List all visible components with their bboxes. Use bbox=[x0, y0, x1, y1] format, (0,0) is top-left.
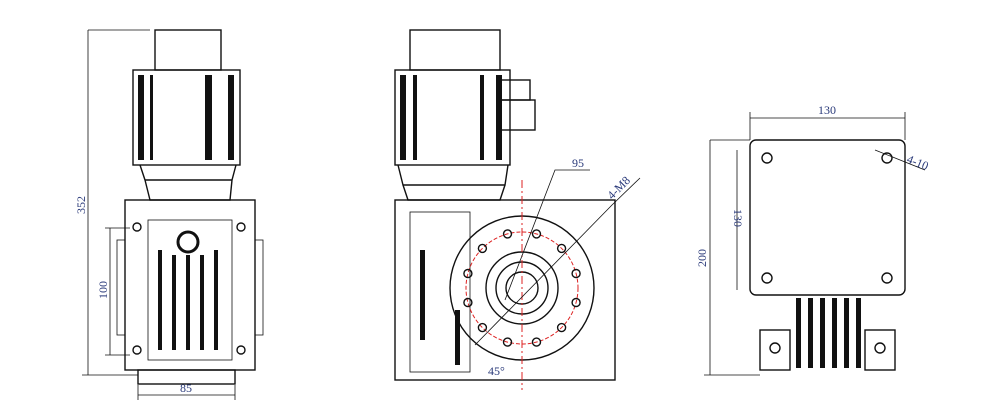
motor-fins bbox=[138, 75, 234, 160]
bolt-hole bbox=[477, 322, 488, 333]
front-view: 352 100 85 bbox=[74, 29, 264, 400]
motor-encoder-cap bbox=[154, 29, 222, 71]
shaft-bore bbox=[176, 230, 200, 254]
motor-body bbox=[394, 69, 511, 166]
motor-body bbox=[132, 69, 241, 166]
side-view: 95 4-M8 45° bbox=[394, 29, 641, 390]
gearbox-fins bbox=[158, 250, 218, 350]
bolt-hole bbox=[531, 229, 542, 239]
motor-fins bbox=[400, 75, 502, 160]
bolt-hole bbox=[571, 297, 581, 308]
bolt-holes bbox=[463, 229, 581, 347]
bolt-hole bbox=[556, 322, 567, 333]
dim-flange-height: 100 bbox=[96, 281, 110, 299]
bolt-hole bbox=[463, 297, 473, 308]
bolt-hole bbox=[502, 337, 513, 347]
dim-width: 130 bbox=[818, 103, 836, 117]
motor-encoder-cap bbox=[409, 29, 501, 71]
dim-hole-spacing: 130 bbox=[731, 209, 745, 227]
dim-angle: 45° bbox=[488, 364, 505, 378]
bolt-hole bbox=[502, 229, 513, 239]
dim-height: 352 bbox=[74, 196, 88, 214]
cooling-fins bbox=[796, 298, 861, 368]
bottom-view: 130 130 200 4-10 bbox=[695, 103, 931, 376]
mounting-holes bbox=[132, 222, 246, 355]
bolt-hole bbox=[477, 243, 488, 254]
bolt-hole bbox=[463, 268, 473, 279]
dim-width: 85 bbox=[180, 381, 192, 395]
gearbox-housing bbox=[394, 199, 616, 381]
connector-top bbox=[499, 79, 531, 101]
bolt-hole bbox=[531, 337, 542, 347]
bolt-hole bbox=[556, 243, 567, 254]
dim-hole: 4-10 bbox=[905, 152, 931, 173]
dim-pcd: 95 bbox=[572, 156, 584, 170]
mounting-holes bbox=[761, 152, 893, 284]
connector-bottom bbox=[499, 99, 536, 131]
dim-thread: 4-M8 bbox=[604, 173, 633, 202]
mounting-plate bbox=[749, 139, 906, 296]
bolt-hole bbox=[571, 268, 581, 279]
dim-height: 200 bbox=[695, 249, 709, 267]
flange bbox=[139, 164, 237, 201]
